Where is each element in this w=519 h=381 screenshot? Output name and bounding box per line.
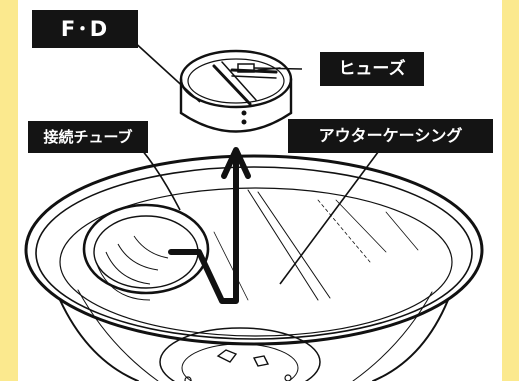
outer-casing-drawing [26,156,482,381]
fd-cylinder-drawing [181,51,291,132]
label-fd: F･D [32,10,138,48]
exploded-view-drawing [18,0,502,381]
label-connecting-tube: 接続チューブ [28,121,148,153]
leader-fuse [254,68,302,69]
illustration-panel: F･D ヒューズ 接続チューブ アウターケーシング [18,0,502,381]
label-fuse: ヒューズ [320,52,424,86]
label-outer-casing: アウターケーシング [288,119,493,153]
